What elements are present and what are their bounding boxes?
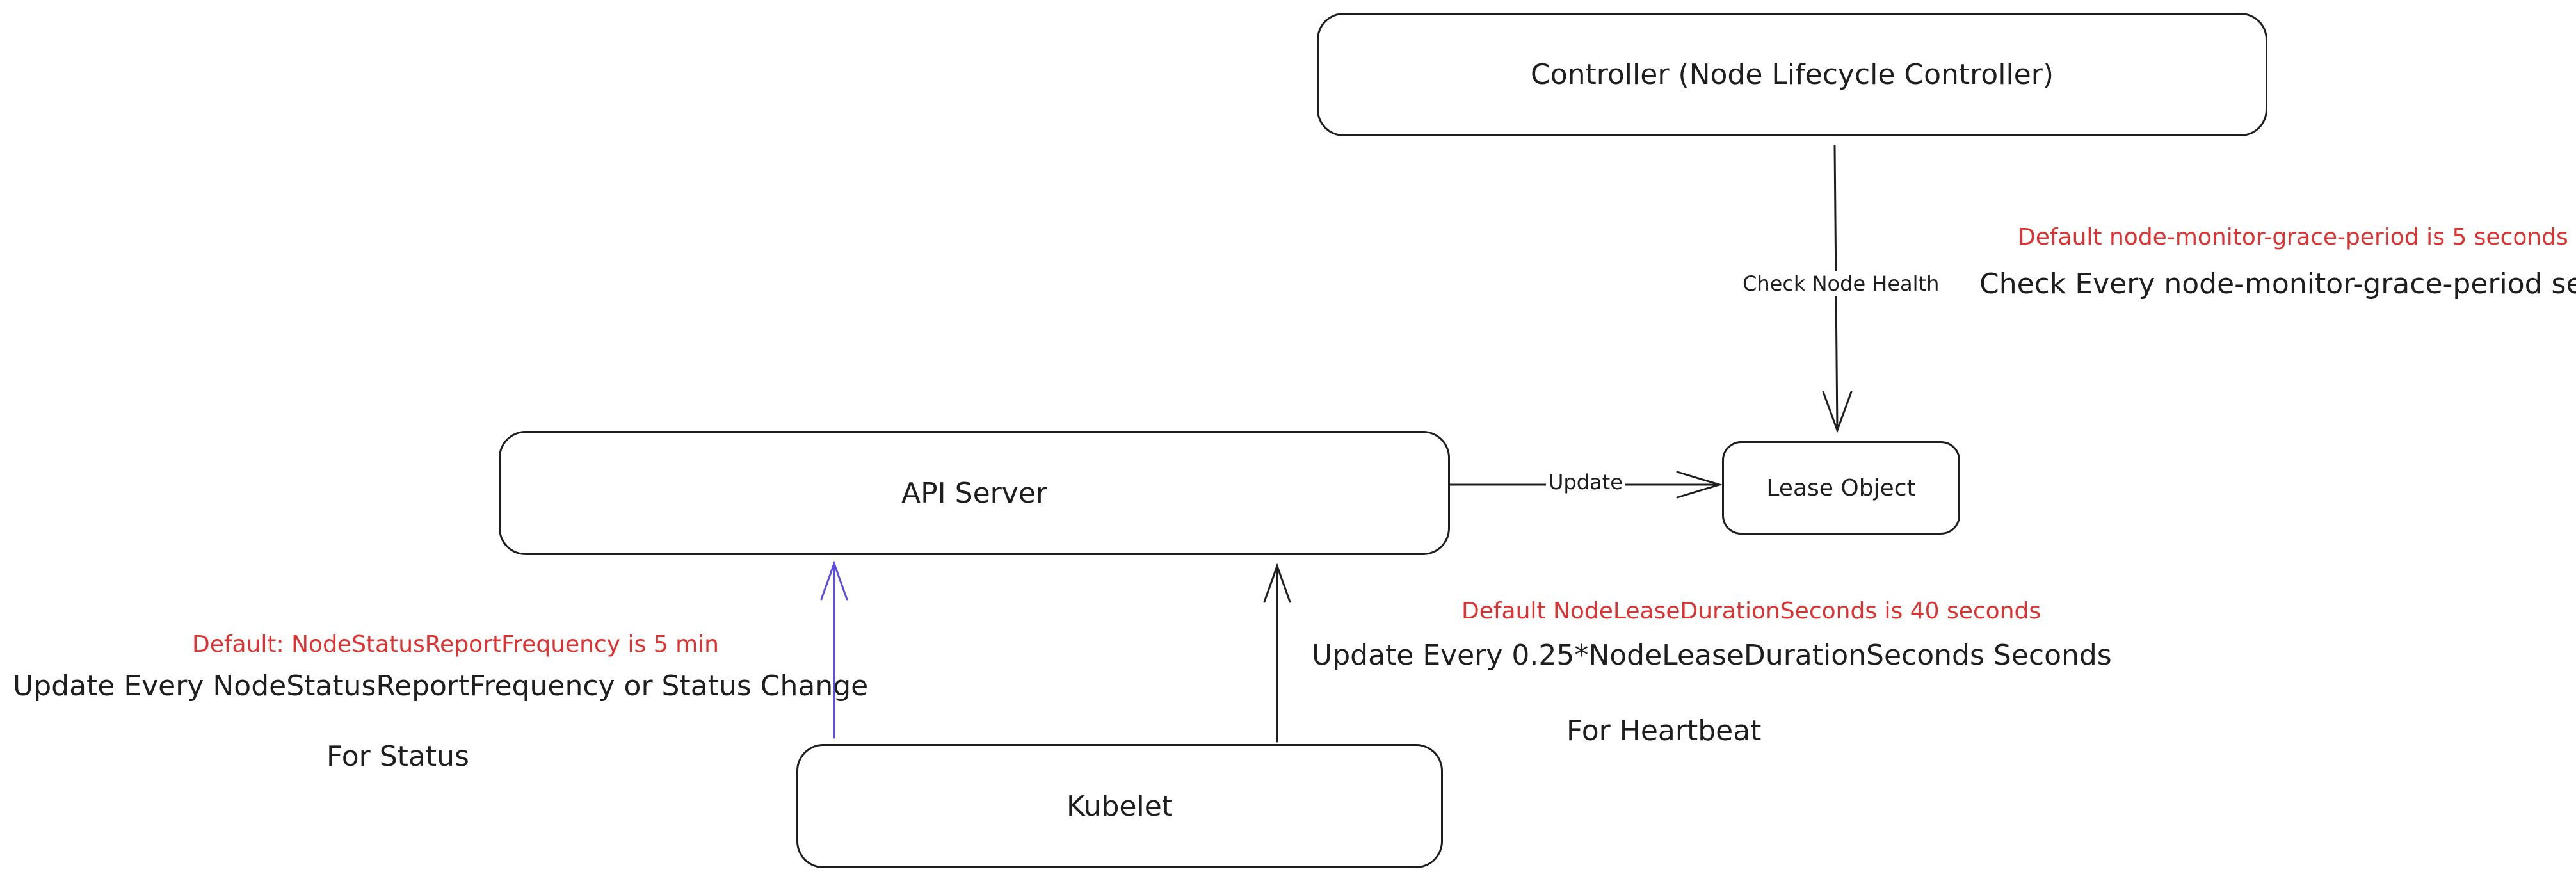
controller-node: Controller (Node Lifecycle Controller) bbox=[1317, 13, 2267, 136]
grace-default-note: Default node-monitor-grace-period is 5 s… bbox=[2018, 224, 2568, 250]
controller-label: Controller (Node Lifecycle Controller) bbox=[1530, 58, 2054, 91]
update-label: Update bbox=[1546, 470, 1625, 494]
status-arrow bbox=[820, 560, 848, 739]
check-node-health-label: Check Node Health bbox=[1740, 271, 1942, 296]
status-note: For Status bbox=[326, 740, 469, 773]
heartbeat-arrow bbox=[1263, 563, 1291, 743]
status-default-note: Default: NodeStatusReportFrequency is 5 … bbox=[192, 631, 719, 658]
lease-default-note: Default NodeLeaseDurationSeconds is 40 s… bbox=[1461, 598, 2041, 624]
lease-object-node: Lease Object bbox=[1722, 441, 1960, 535]
grace-check-note: Check Every node-monitor-grace-period se… bbox=[1979, 268, 2576, 300]
api-server-node: API Server bbox=[499, 431, 1450, 555]
kubelet-label: Kubelet bbox=[1066, 789, 1173, 823]
lease-update-note: Update Every 0.25*NodeLeaseDurationSecon… bbox=[1312, 639, 2112, 672]
kubelet-node: Kubelet bbox=[796, 744, 1443, 868]
api-server-label: API Server bbox=[901, 476, 1047, 510]
heartbeat-note: For Heartbeat bbox=[1566, 715, 1762, 747]
status-update-note: Update Every NodeStatusReportFrequency o… bbox=[13, 670, 869, 702]
lease-object-label: Lease Object bbox=[1766, 474, 1916, 501]
